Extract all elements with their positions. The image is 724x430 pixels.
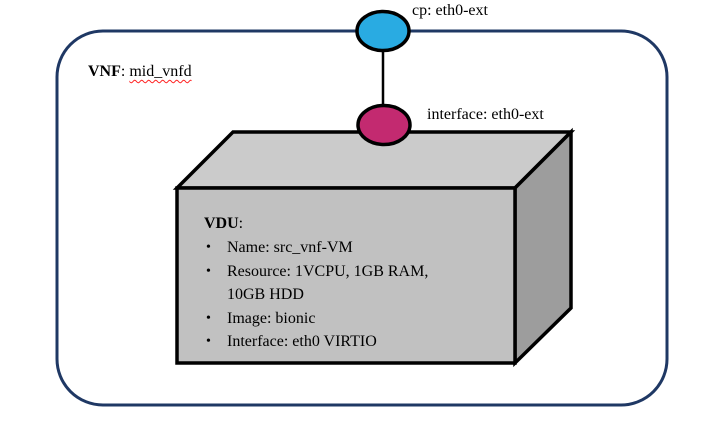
vdu-item-line: Interface: eth0 VIRTIO: [227, 333, 377, 351]
vdu-item-interface: • Interface: eth0 VIRTIO: [204, 330, 500, 354]
cp-label: cp: eth0-ext: [412, 2, 488, 19]
vdu-item-line: Name: src_vnf-VM: [227, 239, 353, 256]
vdu-title: VDU:: [204, 212, 500, 236]
vnf-label-prefix: VNF: [88, 63, 121, 80]
vdu-title-colon: :: [238, 215, 244, 232]
interface-ellipse: [356, 103, 412, 147]
interface-label: interface: eth0-ext: [427, 106, 544, 123]
vnf-label-separator: :: [120, 63, 130, 80]
vdu-box-front-face: [175, 186, 517, 365]
vdu-attribute-list: • Name: src_vnf-VM • Resource: 1VCPU, 1G…: [204, 236, 500, 354]
vdu-text-block: VDU: • Name: src_vnf-VM • Resource: 1VCP…: [204, 212, 500, 354]
bullet-icon: •: [206, 240, 211, 255]
bullet-icon: •: [206, 334, 211, 350]
vdu-item-line: Image: bionic: [227, 309, 316, 327]
vdu-item-resource: • Resource: 1VCPU, 1GB RAM, 10GB HDD: [204, 260, 500, 307]
vnf-label: VNF: mid_vnfd: [88, 62, 192, 81]
cp-ellipse: [355, 9, 411, 53]
vnf-name: mid_vnfd: [129, 63, 192, 80]
vdu-item-line: Resource: 1VCPU, 1GB RAM,: [227, 262, 429, 280]
vdu-item-image: • Image: bionic: [204, 307, 500, 331]
bullet-icon: •: [206, 310, 211, 326]
vdu-item-line-continued: 10GB HDD: [227, 286, 304, 304]
vdu-title-text: VDU: [204, 215, 239, 232]
vdu-item-name: • Name: src_vnf-VM: [204, 236, 500, 260]
bullet-icon: •: [206, 263, 211, 279]
